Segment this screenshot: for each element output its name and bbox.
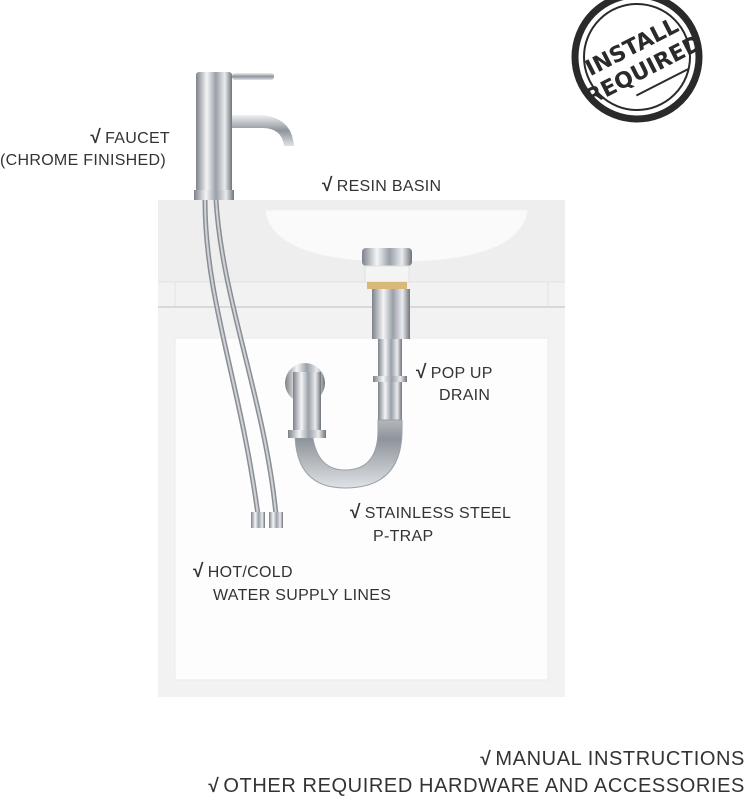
label-ptrap-sub: P-TRAP [373, 528, 434, 545]
label-text: RESIN BASIN [336, 178, 442, 195]
label-text: STAINLESS STEEL [364, 505, 512, 522]
label-supply-sub: WATER SUPPLY LINES [213, 587, 392, 604]
label-faucet: √FAUCET [90, 128, 170, 149]
check-icon: √ [90, 127, 102, 148]
label-drain: √POP UP [416, 363, 493, 384]
check-icon: √ [350, 502, 361, 523]
label-basin: √RESIN BASIN [322, 176, 441, 197]
install-required-stamp: INSTALL REQUIRED [571, 0, 706, 123]
check-icon: √ [480, 749, 492, 770]
label-supply: √HOT/COLD [193, 562, 293, 583]
label-ptrap: √STAINLESS STEEL [350, 503, 511, 524]
faucet [194, 72, 294, 200]
check-icon: √ [322, 175, 333, 196]
vanity-cabinet [158, 200, 565, 697]
footer-item-hardware: √OTHER REQUIRED HARDWARE AND ACCESSORIES [208, 773, 745, 800]
label-faucet-sub: (CHROME FINISHED) [0, 152, 166, 169]
label-text: HOT/COLD [207, 564, 293, 581]
check-icon: √ [416, 362, 427, 383]
footer-text: OTHER REQUIRED HARDWARE AND ACCESSORIES [223, 775, 745, 797]
check-icon: √ [208, 776, 220, 797]
check-icon: √ [193, 561, 204, 582]
water-supply-lines [202, 199, 283, 528]
footer-text: MANUAL INSTRUCTIONS [495, 748, 745, 770]
pop-up-drain-and-p-trap [285, 248, 412, 489]
footer-item-manual: √MANUAL INSTRUCTIONS [480, 746, 745, 773]
label-drain-sub: DRAIN [439, 387, 491, 404]
label-text: POP UP [430, 365, 493, 382]
label-text: FAUCET [105, 130, 170, 147]
